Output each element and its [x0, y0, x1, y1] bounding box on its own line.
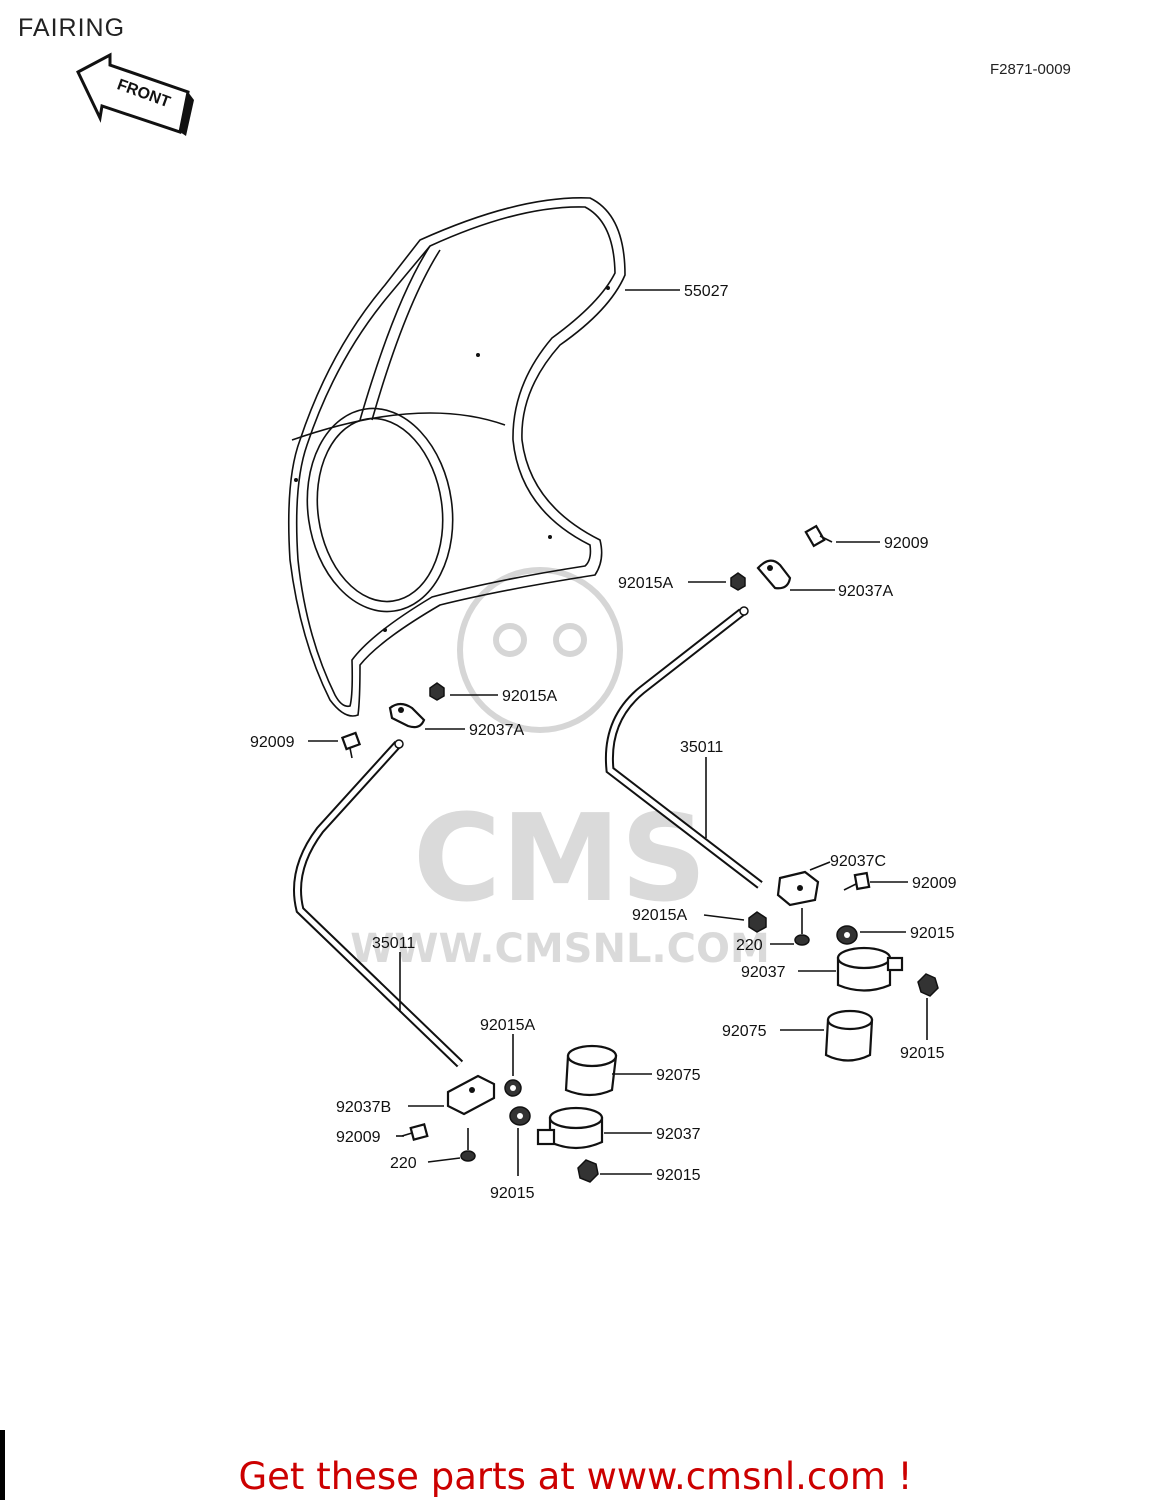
watermark-logo-text: CMS: [413, 790, 707, 929]
callout-nut-upper-left: 92015A: [502, 688, 557, 705]
bolt-icon: [804, 524, 833, 548]
bracket-c-icon: [776, 870, 820, 907]
nut-icon: [429, 682, 445, 701]
callout-nut-left-lower: 92015: [490, 1185, 535, 1202]
callout-screw-right: 220: [736, 937, 763, 954]
nut-icon: [917, 973, 939, 997]
callout-nut-a-left: 92015A: [480, 1017, 535, 1034]
watermark-mascot-eye-left: [493, 623, 527, 657]
clamp-icon: [536, 1106, 604, 1150]
bolt-icon: [401, 1123, 429, 1141]
nut-icon: [577, 1159, 599, 1183]
promo-banner[interactable]: Get these parts at www.cmsnl.com !: [238, 1455, 913, 1498]
callout-fairing: 55027: [684, 283, 729, 300]
page-title: FAIRING: [18, 14, 126, 42]
front-arrow-icon: FRONT: [76, 52, 194, 136]
callout-stay-right: 35011: [680, 739, 723, 756]
callout-bolt-right: 92009: [912, 875, 957, 892]
callout-bracket-upper-left: 92037A: [469, 722, 524, 739]
callout-nut-right-upper: 92015: [910, 925, 955, 942]
callout-bolt-left: 92009: [336, 1129, 381, 1146]
watermark: CMS WWW.CMSNL.COM: [350, 567, 770, 972]
screw-icon: [794, 908, 810, 946]
callout-clamp-right: 92037: [741, 964, 786, 981]
callout-bracket-upper-right: 92037A: [838, 583, 893, 600]
collar-icon: [564, 1044, 618, 1097]
bracket-icon: [756, 559, 792, 590]
callout-bracket-c-right: 92037C: [830, 853, 886, 870]
callout-bracket-b-left: 92037B: [336, 1099, 391, 1116]
stay-rod-left: [293, 739, 464, 1068]
callout-nut-a-right: 92015A: [632, 907, 687, 924]
nut-icon: [730, 572, 746, 591]
callout-bolt-upper-left: 92009: [250, 734, 295, 751]
watermark-mascot-head: [457, 567, 623, 733]
callout-collar-left: 92075: [656, 1067, 701, 1084]
fairing-shell: [287, 197, 626, 717]
bracket-b-icon: [446, 1074, 496, 1116]
watermark-mascot-eye-right: [553, 623, 587, 657]
nut-icon: [509, 1106, 531, 1126]
nut-icon: [836, 925, 858, 945]
callout-clamp-left: 92037: [656, 1126, 701, 1143]
callout-bolt-upper-right: 92009: [884, 535, 929, 552]
callout-collar-right: 92075: [722, 1023, 767, 1040]
callout-stay-left: 35011: [372, 935, 415, 952]
nut-icon: [504, 1079, 522, 1097]
bolt-icon: [340, 731, 362, 759]
bracket-icon: [388, 702, 426, 729]
callout-nut-left-bottom: 92015: [656, 1167, 701, 1184]
screw-icon: [460, 1128, 476, 1162]
callout-nut-upper-right: 92015A: [618, 575, 673, 592]
collar-icon: [824, 1009, 874, 1062]
edge-bar: [0, 1430, 5, 1500]
watermark-url: WWW.CMSNL.COM: [350, 926, 770, 972]
callout-nut-right-lower: 92015: [900, 1045, 945, 1062]
bolt-icon: [843, 871, 871, 891]
clamp-icon: [836, 946, 904, 992]
figure-code: F2871-0009: [990, 61, 1071, 78]
nut-icon: [748, 911, 767, 933]
stay-rod-right: [604, 606, 763, 889]
callout-screw-left: 220: [390, 1155, 417, 1172]
